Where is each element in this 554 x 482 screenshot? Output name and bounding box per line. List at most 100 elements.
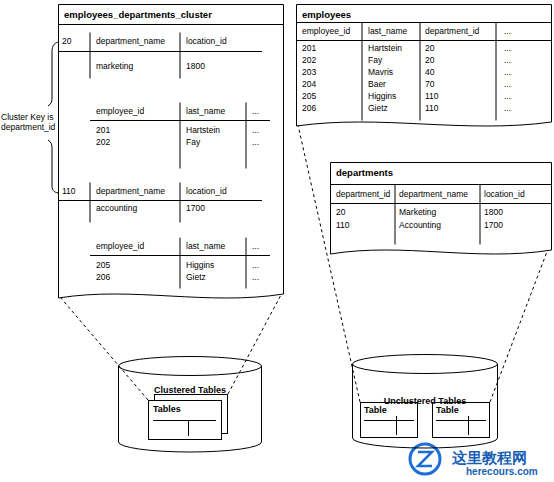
table-box: Table — [360, 402, 418, 438]
table-cell: ... — [252, 107, 259, 117]
table-cell: Fay — [186, 138, 200, 148]
table-cell: ... — [504, 80, 511, 90]
card-front — [149, 401, 222, 440]
table-cell: department_name — [96, 37, 165, 47]
table-cell: ... — [504, 44, 511, 54]
table-document: departments — [330, 162, 552, 258]
table-cell: 1800 — [484, 208, 503, 218]
table-cell: ... — [252, 138, 259, 148]
table-box-outline — [433, 403, 490, 438]
table-cell: 20 — [62, 37, 71, 47]
table-cell: Hartstein — [368, 44, 402, 54]
table-cell: 202 — [302, 56, 316, 66]
table-cell: 70 — [425, 80, 434, 90]
table-rule — [480, 185, 481, 245]
table-rule — [90, 183, 91, 223]
document-outline — [59, 5, 284, 299]
table-cell: department_id — [336, 190, 390, 200]
table-cell: 1800 — [186, 62, 205, 72]
table-rule — [436, 420, 486, 421]
table-cell: employee_id — [302, 27, 350, 37]
table-rule — [246, 238, 247, 289]
zoom-connector — [490, 249, 548, 402]
table-cell: employee_id — [96, 242, 144, 252]
table-cell: ... — [504, 56, 511, 66]
table-cell: ... — [252, 273, 259, 283]
table-rule — [395, 185, 396, 245]
table-cell: 204 — [302, 80, 316, 90]
table-cell: 20 — [336, 208, 345, 218]
table-rule — [496, 23, 497, 121]
table-cell: 1700 — [186, 204, 205, 214]
table-cell: last_name — [368, 27, 407, 37]
table-cell: Higgins — [368, 92, 396, 102]
cylinder-body — [119, 366, 262, 452]
table-cell: ... — [504, 68, 511, 78]
table-rule — [180, 103, 181, 169]
storage-cylinder: TablesClustered Tables — [118, 356, 262, 452]
table-cell: ... — [504, 104, 511, 114]
table-rule — [180, 238, 181, 289]
table-cell: Accounting — [399, 221, 441, 231]
table-cell: 20 — [425, 44, 434, 54]
storage-cylinder: Table TableUnclustered Tables — [352, 354, 498, 448]
table-label: Table — [436, 405, 459, 415]
table-cell: 1700 — [484, 221, 503, 231]
table-rule — [330, 203, 552, 204]
table-cell: location_id — [484, 190, 525, 200]
watermark: herecours.com — [466, 467, 538, 477]
table-cell: Gietz — [368, 104, 388, 114]
table-cell: last_name — [186, 107, 225, 117]
table-cell: Gietz — [186, 273, 206, 283]
table-cell: 20 — [425, 56, 434, 66]
table-cell: Mavris — [368, 68, 393, 78]
table-rule — [153, 420, 216, 421]
table-cell: 203 — [302, 68, 316, 78]
table-cell: 205 — [96, 261, 110, 271]
table-rule — [90, 33, 91, 79]
table-cell: 110 — [336, 221, 350, 231]
table-cell: department_name — [399, 190, 468, 200]
table-rule — [330, 184, 552, 185]
table-rule — [58, 24, 284, 25]
table-cell: 110 — [425, 92, 439, 102]
zoom-connector — [60, 293, 282, 400]
table-label: Tables — [153, 404, 181, 414]
watermark-logo — [418, 452, 432, 466]
table-rule — [468, 416, 469, 435]
table-document-outline — [296, 4, 552, 130]
table-box-outline — [361, 403, 418, 438]
table-rule — [396, 416, 397, 435]
table-cell: department_name — [96, 187, 165, 197]
table-cell: Hartstein — [186, 126, 220, 136]
table-box: Table — [432, 402, 490, 438]
document-title: departments — [336, 168, 393, 179]
document-title: employees_departments_cluster — [64, 10, 212, 21]
cylinder-body — [353, 364, 498, 448]
table-rule — [364, 420, 414, 421]
table-cell: 206 — [96, 273, 110, 283]
table-rule — [58, 51, 262, 52]
table-cell: ... — [504, 92, 511, 102]
table-rule — [188, 420, 189, 436]
table-cell: accounting — [96, 204, 137, 214]
table-rule — [296, 40, 552, 41]
table-rule — [58, 200, 262, 201]
table-cell: 201 — [302, 44, 316, 54]
table-rule — [420, 23, 421, 121]
table-cell: Marketing — [399, 208, 436, 218]
table-cell: last_name — [186, 242, 225, 252]
table-cell: department_id — [425, 27, 479, 37]
table-cell: 206 — [302, 104, 316, 114]
document-title: employees — [302, 10, 351, 21]
table-rule — [296, 22, 552, 23]
table-cell: 40 — [425, 68, 434, 78]
storage-label: Unclustered Tables — [384, 396, 466, 406]
table-cell: 201 — [96, 126, 110, 136]
watermark: 这里教程网 — [452, 450, 527, 465]
table-rule — [246, 103, 247, 169]
table-card-outline — [148, 394, 228, 440]
table-rule — [180, 33, 181, 79]
table-rule — [180, 183, 181, 223]
table-cell: ... — [252, 126, 259, 136]
